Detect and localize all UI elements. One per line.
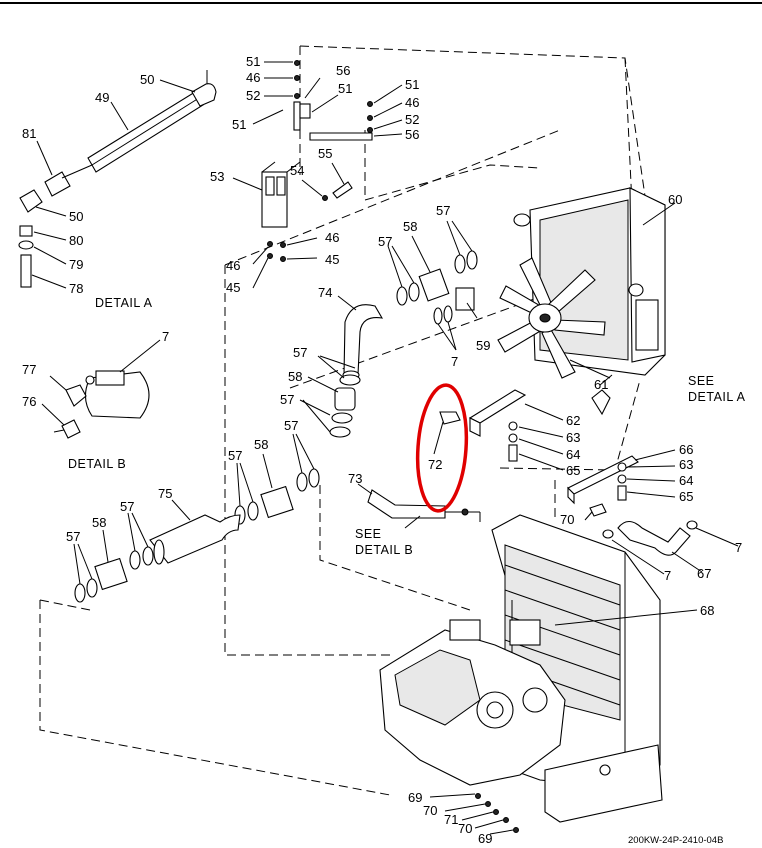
callout-49: 49 bbox=[95, 90, 109, 105]
callout-7: 7 bbox=[735, 540, 742, 555]
callout-51: 51 bbox=[405, 77, 419, 92]
callout-74: 74 bbox=[318, 285, 332, 300]
callout-67: 67 bbox=[697, 566, 711, 581]
hose-67 bbox=[584, 503, 739, 575]
callout-57: 57 bbox=[228, 448, 242, 463]
middle-hose-parts bbox=[299, 355, 361, 438]
callout-58: 58 bbox=[254, 437, 268, 452]
callout-58: 58 bbox=[288, 369, 302, 384]
detail-b-label: DETAIL B bbox=[68, 457, 126, 471]
mount-bracket-62 bbox=[433, 389, 564, 471]
callout-45: 45 bbox=[226, 280, 240, 295]
callout-56: 56 bbox=[405, 127, 419, 142]
callout-69: 69 bbox=[478, 831, 492, 846]
callout-58: 58 bbox=[403, 219, 417, 234]
callout-66: 66 bbox=[679, 442, 693, 457]
upper-hose-parts bbox=[387, 220, 478, 351]
callout-76: 76 bbox=[22, 394, 36, 409]
lower-hose-parts bbox=[73, 433, 320, 603]
callout-46: 46 bbox=[226, 258, 240, 273]
callout-81: 81 bbox=[22, 126, 36, 141]
callout-45: 45 bbox=[325, 252, 339, 267]
callout-54: 54 bbox=[290, 163, 304, 178]
callout-51: 51 bbox=[246, 54, 260, 69]
see-detail-b-line2: DETAIL B bbox=[355, 543, 413, 557]
callout-72: 72 bbox=[428, 457, 442, 472]
callout-62: 62 bbox=[566, 413, 580, 428]
callout-70: 70 bbox=[458, 821, 472, 836]
callout-55: 55 bbox=[318, 146, 332, 161]
callout-63: 63 bbox=[679, 457, 693, 472]
radiator-assembly bbox=[497, 187, 676, 416]
callout-58: 58 bbox=[92, 515, 106, 530]
callout-65: 65 bbox=[566, 463, 580, 478]
callout-46: 46 bbox=[405, 95, 419, 110]
callout-7: 7 bbox=[664, 568, 671, 583]
callout-7: 7 bbox=[451, 354, 458, 369]
callout-69: 69 bbox=[408, 790, 422, 805]
callout-64: 64 bbox=[566, 447, 580, 462]
callout-70: 70 bbox=[423, 803, 437, 818]
callout-64: 64 bbox=[679, 473, 693, 488]
callout-labels: 50 49 81 50 80 79 78 DETAIL A 51 46 52 5… bbox=[22, 54, 746, 846]
callout-78: 78 bbox=[69, 281, 83, 296]
see-detail-a-line1: SEE bbox=[688, 374, 715, 388]
figure-id: 200KW-24P-2410-04B bbox=[628, 835, 723, 846]
see-detail-b-line1: SEE bbox=[355, 527, 382, 541]
callout-46: 46 bbox=[325, 230, 339, 245]
callout-53: 53 bbox=[210, 169, 224, 184]
mount-bracket-66 bbox=[567, 449, 676, 505]
bracket-hardware bbox=[232, 60, 403, 289]
engine-frame-assembly bbox=[379, 514, 698, 823]
callout-7: 7 bbox=[162, 329, 169, 344]
callout-75: 75 bbox=[158, 486, 172, 501]
callout-61: 61 bbox=[594, 377, 608, 392]
callout-73: 73 bbox=[348, 471, 362, 486]
see-detail-a-line2: DETAIL A bbox=[688, 390, 746, 404]
hose-73 bbox=[357, 483, 481, 529]
hose-74 bbox=[337, 295, 384, 380]
callout-65: 65 bbox=[679, 489, 693, 504]
callout-63: 63 bbox=[566, 430, 580, 445]
callout-51: 51 bbox=[338, 81, 352, 96]
highlight-ring bbox=[415, 383, 469, 513]
callout-57: 57 bbox=[378, 234, 392, 249]
callout-50: 50 bbox=[140, 72, 154, 87]
detail-a-label: DETAIL A bbox=[95, 296, 153, 310]
callout-70: 70 bbox=[560, 512, 574, 527]
callout-59: 59 bbox=[476, 338, 490, 353]
callout-57: 57 bbox=[436, 203, 450, 218]
callout-80: 80 bbox=[69, 233, 83, 248]
callout-50: 50 bbox=[69, 209, 83, 224]
callout-68: 68 bbox=[700, 603, 714, 618]
callout-57: 57 bbox=[120, 499, 134, 514]
callout-52: 52 bbox=[405, 112, 419, 127]
callout-71: 71 bbox=[444, 812, 458, 827]
callout-56: 56 bbox=[336, 63, 350, 78]
callout-57: 57 bbox=[66, 529, 80, 544]
callout-57: 57 bbox=[280, 392, 294, 407]
callout-79: 79 bbox=[69, 257, 83, 272]
callout-51: 51 bbox=[232, 117, 246, 132]
bottom-hardware bbox=[429, 793, 519, 835]
detail-b-assembly bbox=[41, 339, 161, 439]
callout-77: 77 bbox=[22, 362, 36, 377]
callout-57: 57 bbox=[293, 345, 307, 360]
callout-52: 52 bbox=[246, 88, 260, 103]
fan-blades bbox=[497, 257, 606, 379]
callout-57: 57 bbox=[284, 418, 298, 433]
callout-46: 46 bbox=[246, 70, 260, 85]
callout-60: 60 bbox=[668, 192, 682, 207]
detail-a-assembly bbox=[18, 70, 217, 289]
